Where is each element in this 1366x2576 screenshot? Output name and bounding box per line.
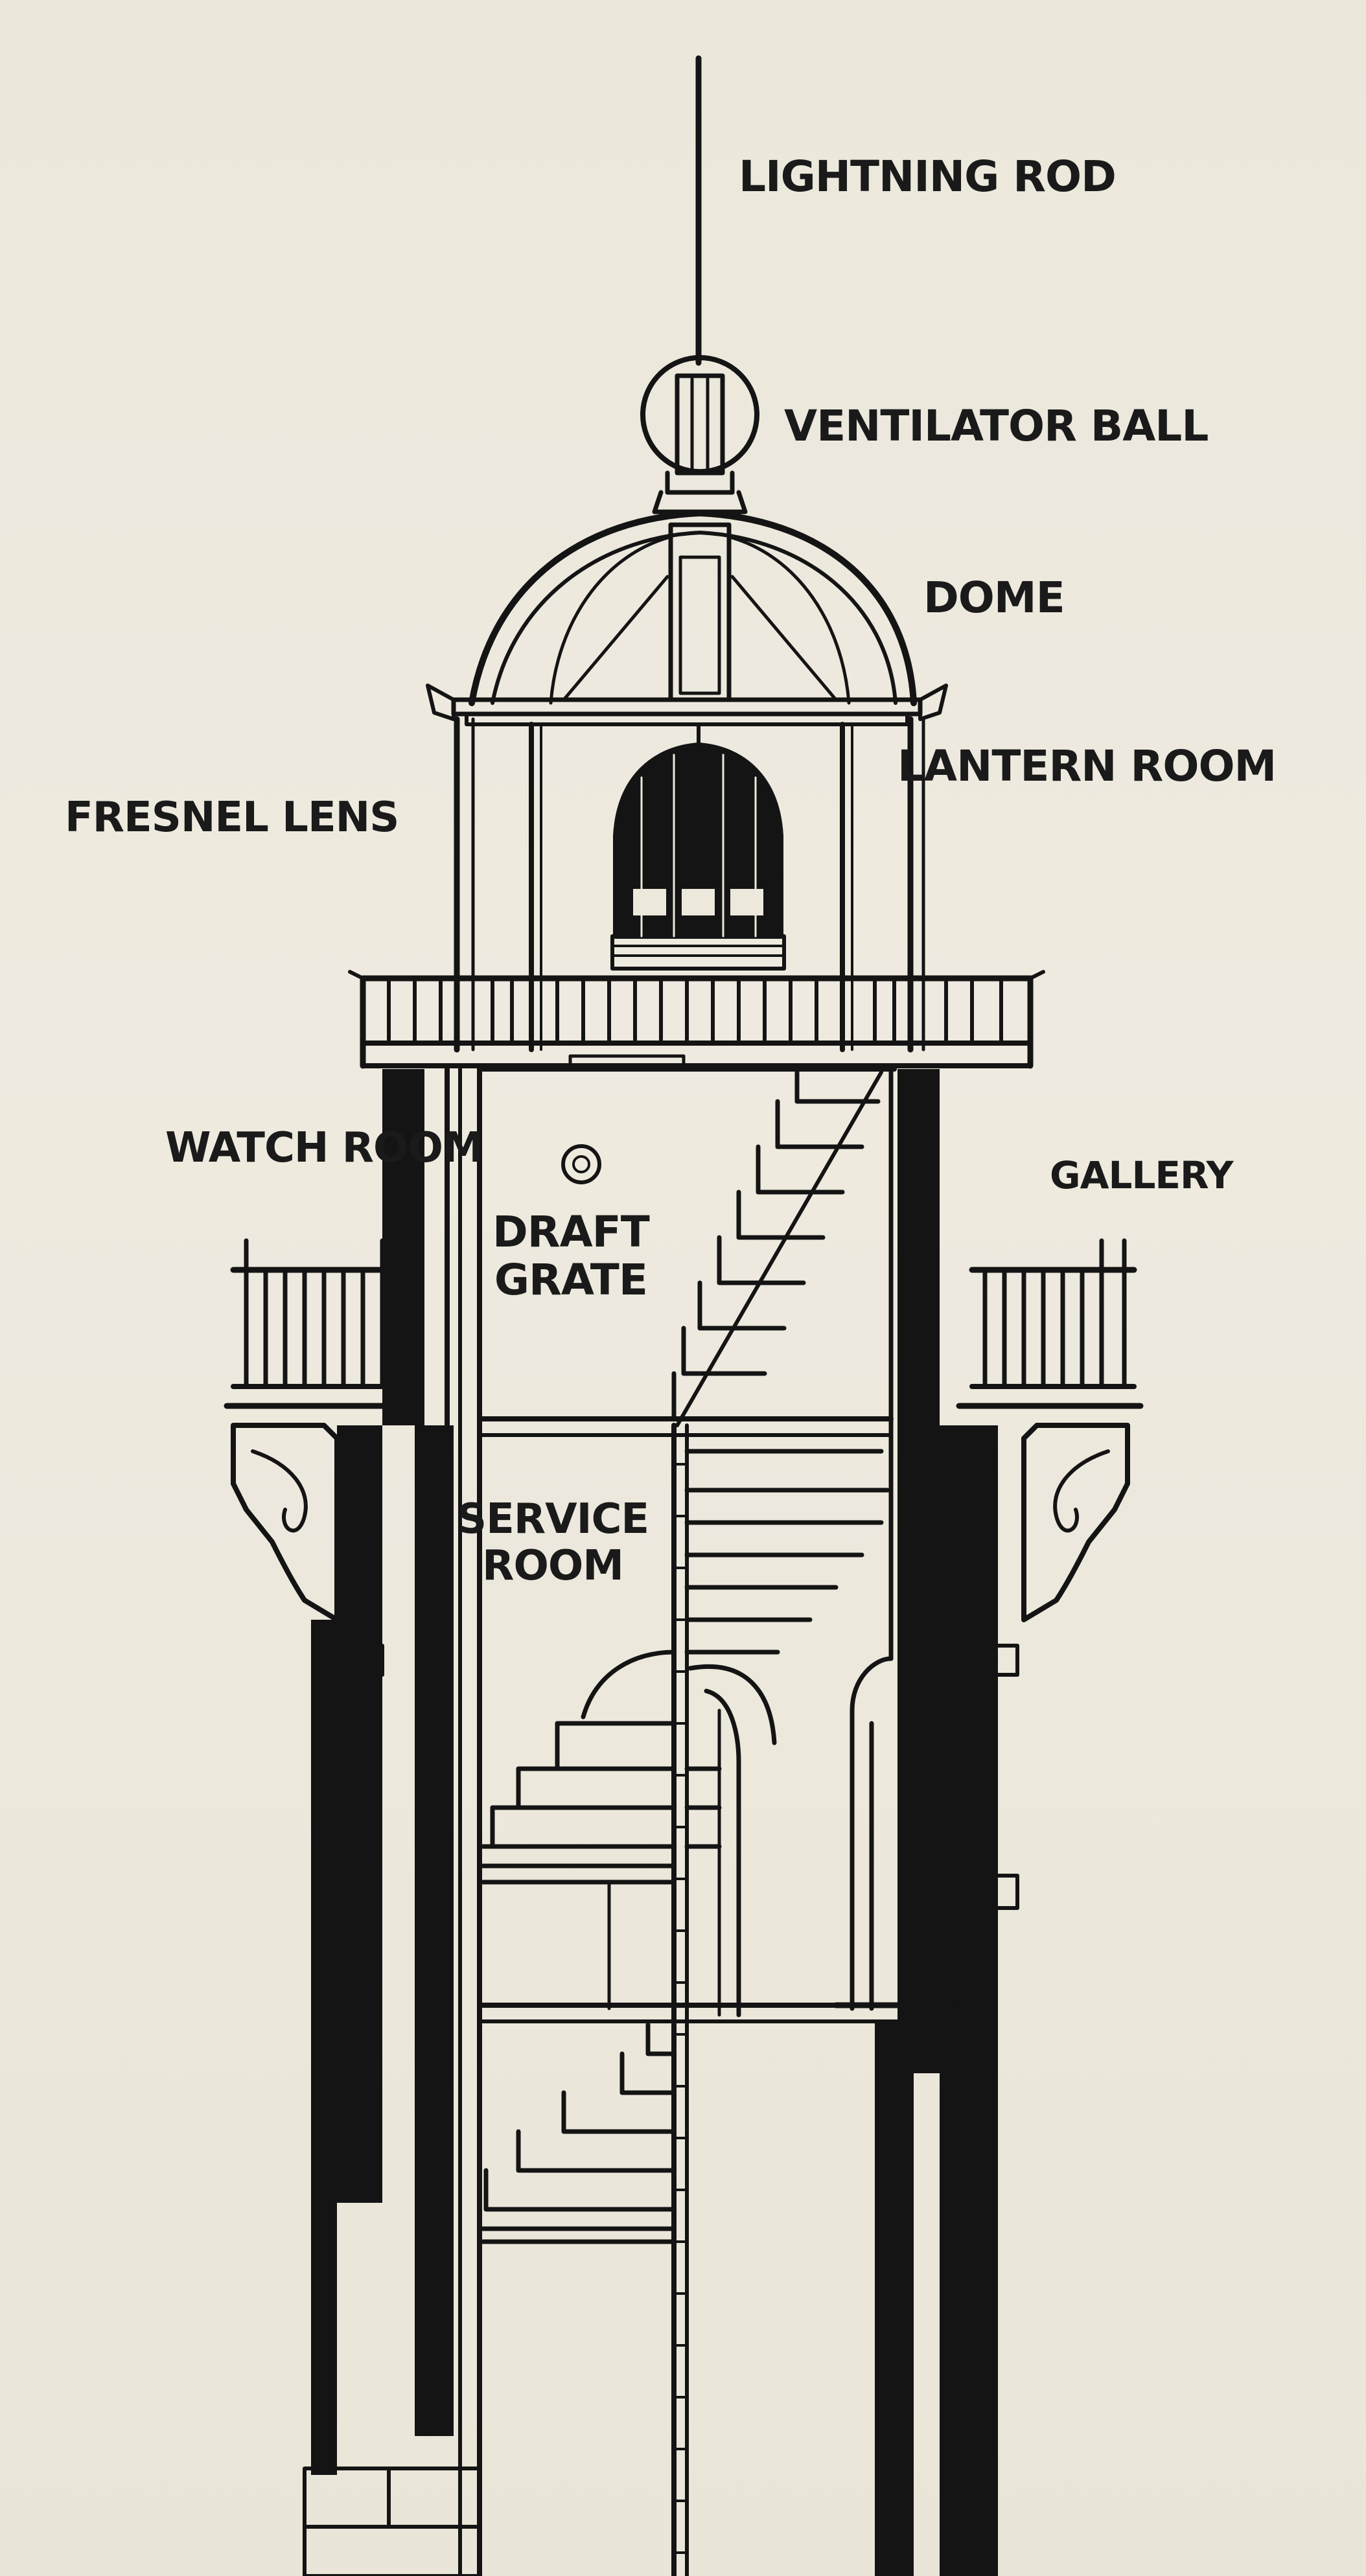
- service-room-stairs: [477, 1416, 956, 2576]
- label-watch-room: WATCH ROOM: [165, 1124, 484, 1172]
- label-ventilator-ball: VENTILATOR BALL: [784, 401, 1209, 451]
- label-lantern-room: LANTERN ROOM: [897, 741, 1277, 791]
- label-gallery: GALLERY: [1050, 1153, 1234, 1197]
- ventilator-ball: [640, 355, 759, 514]
- draft-grate: [561, 1144, 601, 1184]
- lantern-room-frame: [454, 716, 925, 1053]
- watch-room-stairs: [671, 1070, 883, 1427]
- label-fresnel-lens: FRESNEL LENS: [65, 794, 399, 842]
- lantern-railing: [348, 970, 1045, 1070]
- label-lightning-rod: LIGHTNING ROD: [739, 152, 1117, 201]
- gallery-railing-left: [224, 1238, 405, 1910]
- label-service-room: SERVICE ROOM: [457, 1495, 649, 1590]
- foundation: [303, 2467, 481, 2576]
- label-draft-grate: DRAFT GRATE: [492, 1207, 650, 1305]
- gallery-railing-right: [938, 1238, 1144, 1910]
- fresnel-lens: [610, 742, 786, 971]
- label-dome: DOME: [923, 573, 1065, 623]
- tower-walls: [311, 1066, 998, 2576]
- dome: [426, 510, 948, 726]
